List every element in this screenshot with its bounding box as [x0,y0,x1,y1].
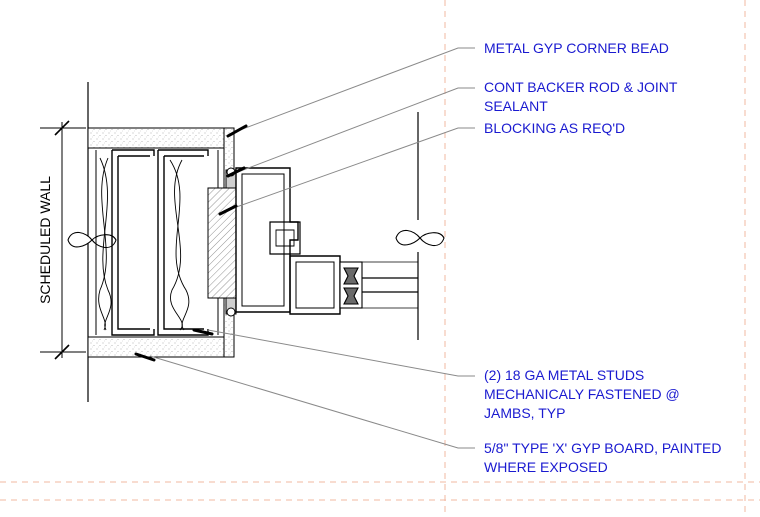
callout-gyp-line1: 5/8" TYPE 'X' GYP BOARD, PAINTED [484,440,722,456]
wood-blocking [207,187,237,299]
callout-studs-line3: JAMBS, TYP [484,405,565,421]
aluminum-frame [235,167,341,315]
scheduled-wall-label: SCHEDULED WALL [37,176,53,304]
break-symbol [67,229,445,249]
callout-gyp-line2: WHERE EXPOSED [484,459,608,475]
gyp-board-top [87,127,225,149]
glazing [339,261,418,309]
callout-studs-line2: MECHANICALY FASTENED @ [484,386,680,402]
callout-studs-line1: (2) 18 GA METAL STUDS [484,367,644,383]
gyp-board-bottom [87,336,225,358]
callout-corner-bead: METAL GYP CORNER BEAD [484,40,669,56]
dimension-line [40,120,86,360]
callout-blocking: BLOCKING AS REQ'D [484,120,625,136]
callout-backer-rod-line1: CONT BACKER ROD & JOINT [484,79,678,95]
leader-lines [149,47,475,449]
callout-backer-rod-line2: SEALANT [484,98,548,114]
leader-ticks [134,124,248,362]
insulation [98,157,190,331]
